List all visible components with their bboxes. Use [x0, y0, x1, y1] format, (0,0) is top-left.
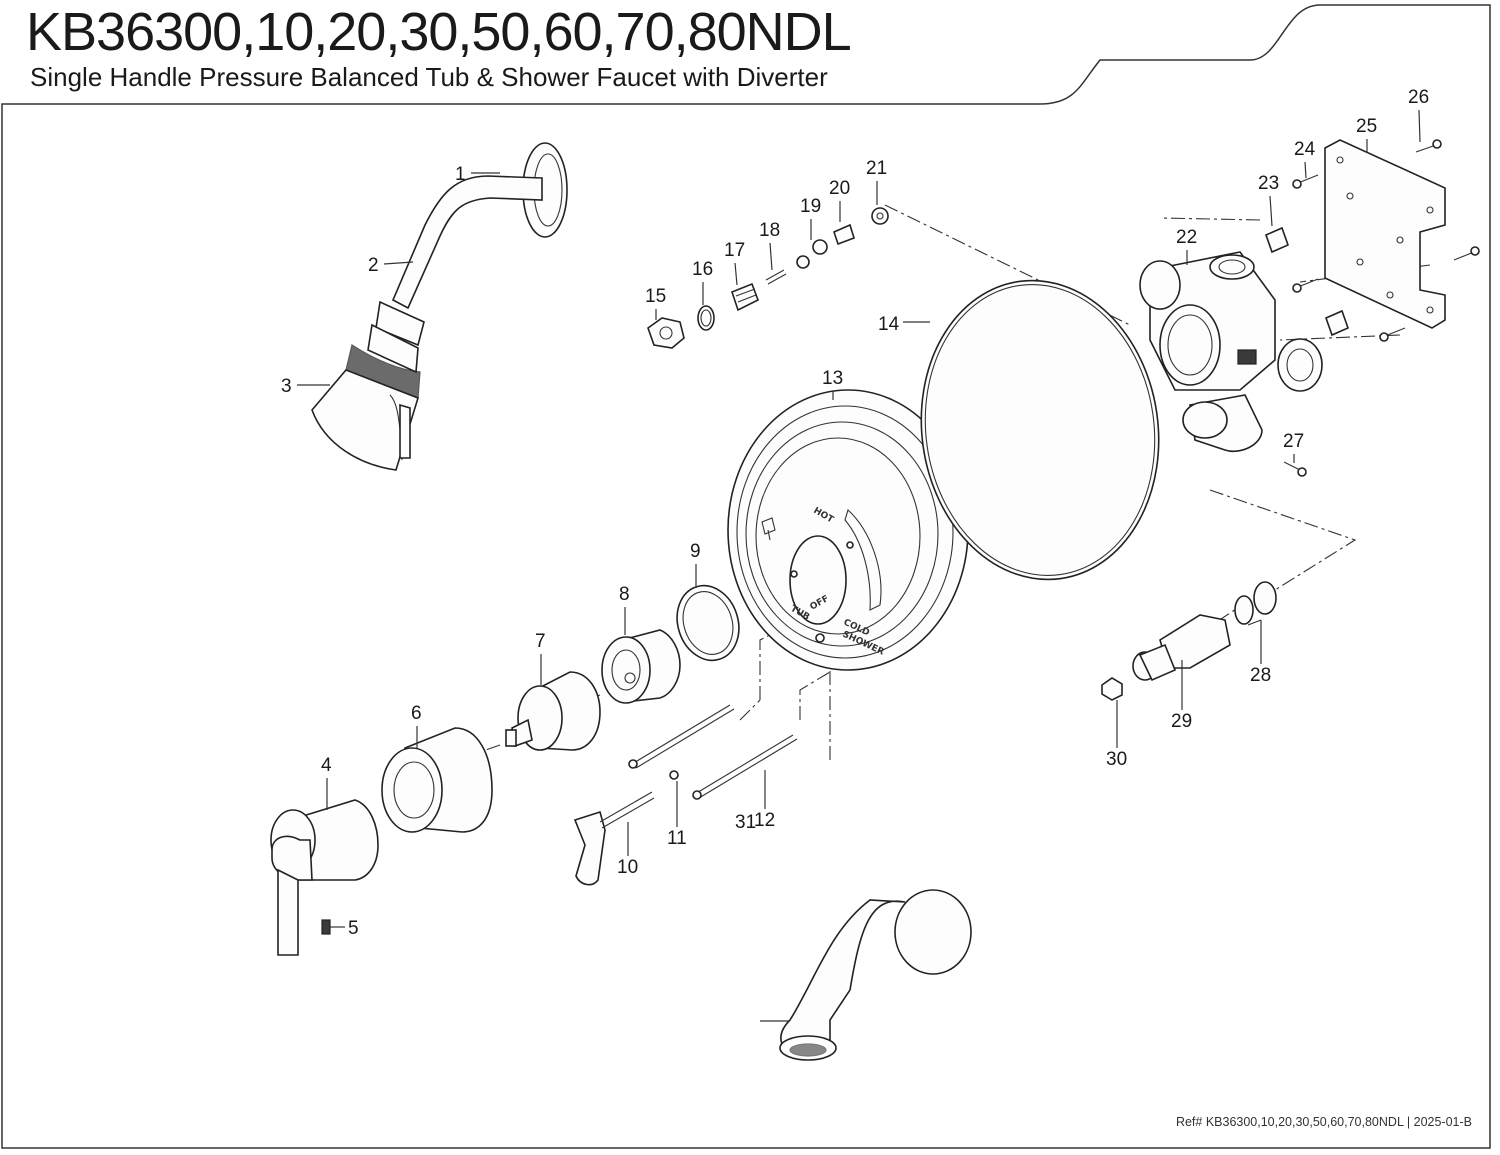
callout-3: 3 — [281, 376, 292, 397]
callout-29: 29 — [1171, 711, 1192, 732]
callout-30: 30 — [1106, 749, 1127, 770]
cartridge-sleeve — [381, 727, 493, 833]
diagram-frame — [1, 4, 1491, 1149]
page-subtitle: Single Handle Pressure Balanced Tub & Sh… — [30, 62, 828, 92]
shower-head — [311, 300, 425, 471]
lever-handle — [270, 799, 379, 956]
callout-14: 14 — [878, 314, 900, 335]
diverter-nut — [1101, 677, 1123, 701]
callout-15: 15 — [645, 286, 666, 307]
callout-2: 2 — [368, 255, 379, 276]
check-stop-parts — [647, 207, 889, 349]
callout-16: 16 — [692, 259, 713, 280]
callout-31: 31 — [735, 812, 756, 833]
mounting-plate — [1324, 139, 1446, 329]
callout-7: 7 — [535, 631, 546, 652]
large-gasket-ring — [920, 279, 1160, 581]
callout-19: 19 — [800, 196, 821, 217]
set-screw — [321, 919, 331, 935]
cartridge-body — [601, 629, 681, 704]
callout-12: 12 — [754, 810, 775, 831]
callout-8: 8 — [619, 584, 630, 605]
callout-4: 4 — [321, 755, 332, 776]
callout-17: 17 — [724, 240, 745, 261]
diverter-o-rings — [1234, 581, 1277, 625]
callout-23: 23 — [1258, 173, 1279, 194]
valve-body — [1139, 251, 1323, 452]
diverter-stem — [1132, 614, 1231, 682]
retaining-ring — [676, 584, 740, 662]
shower-arm — [391, 175, 543, 310]
callout-18: 18 — [759, 220, 780, 241]
long-screws — [628, 704, 798, 800]
callout-9: 9 — [690, 541, 701, 562]
callout-26: 26 — [1408, 87, 1429, 108]
callout-10: 10 — [617, 857, 638, 878]
callout-20: 20 — [829, 178, 850, 199]
small-screw — [1283, 461, 1307, 477]
page-title: KB36300,10,20,30,50,60,70,80NDL — [26, 2, 852, 62]
diverter-handle — [573, 791, 655, 886]
reference-number: Ref# KB36300,10,20,30,50,60,70,80NDL | 2… — [1175, 1115, 1472, 1129]
mounting-spacers — [1264, 226, 1350, 337]
callout-11: 11 — [667, 828, 687, 849]
callout-21: 21 — [866, 158, 887, 179]
callout-22: 22 — [1176, 227, 1197, 248]
escutcheon-plate: HOT OFF TUB COLD SHOWER — [727, 389, 969, 671]
shower-symbol-icon — [761, 517, 776, 541]
callout-6: 6 — [411, 703, 422, 724]
tub-spout — [779, 889, 972, 1061]
part-callouts: 1 2 3 4 5 6 7 8 9 10 11 12 13 14 15 16 1… — [281, 87, 1429, 1022]
callout-5: 5 — [348, 918, 359, 939]
callout-25: 25 — [1356, 116, 1377, 137]
callout-28: 28 — [1250, 665, 1271, 686]
callout-13: 13 — [822, 368, 843, 389]
callout-1: 1 — [455, 164, 466, 185]
pressure-cartridge — [505, 671, 601, 751]
small-washer — [669, 770, 679, 780]
callout-24: 24 — [1294, 139, 1316, 160]
callout-27: 27 — [1283, 431, 1304, 452]
